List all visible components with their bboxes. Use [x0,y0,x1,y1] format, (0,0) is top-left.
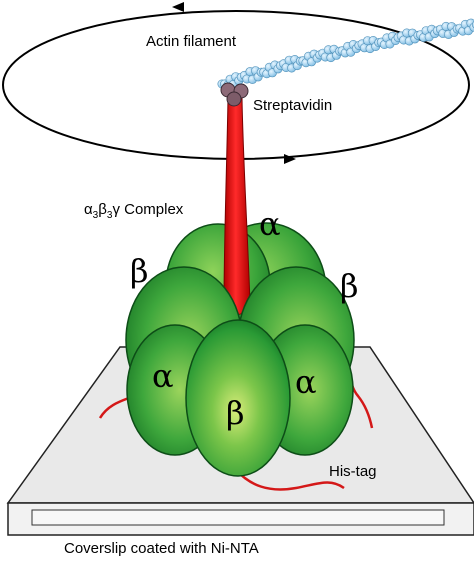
label-alpha-top: α [259,205,281,243]
his-tag-bottom [235,469,345,491]
rotation-arrow-top [172,2,184,12]
actin-filament [217,18,474,90]
label-alpha-right: α [295,363,317,401]
label-beta-left: β [130,252,149,290]
subunit-beta-front [185,319,291,477]
coverslip-inner-edge [31,509,445,526]
label-his-tag: His-tag [329,463,377,480]
label-complex: α3β3γ Complex [84,201,184,221]
streptavidin-complex [220,82,249,107]
label-streptavidin: Streptavidin [253,97,333,114]
rotation-arrow-bottom [284,154,296,164]
label-beta-right: β [340,267,359,305]
label-coverslip: Coverslip coated with Ni-NTA [64,540,259,557]
label-actin-filament: Actin filament [146,33,237,50]
gamma-stalk [223,97,251,315]
label-beta-front: β [226,394,245,432]
label-alpha-left: α [152,357,174,395]
